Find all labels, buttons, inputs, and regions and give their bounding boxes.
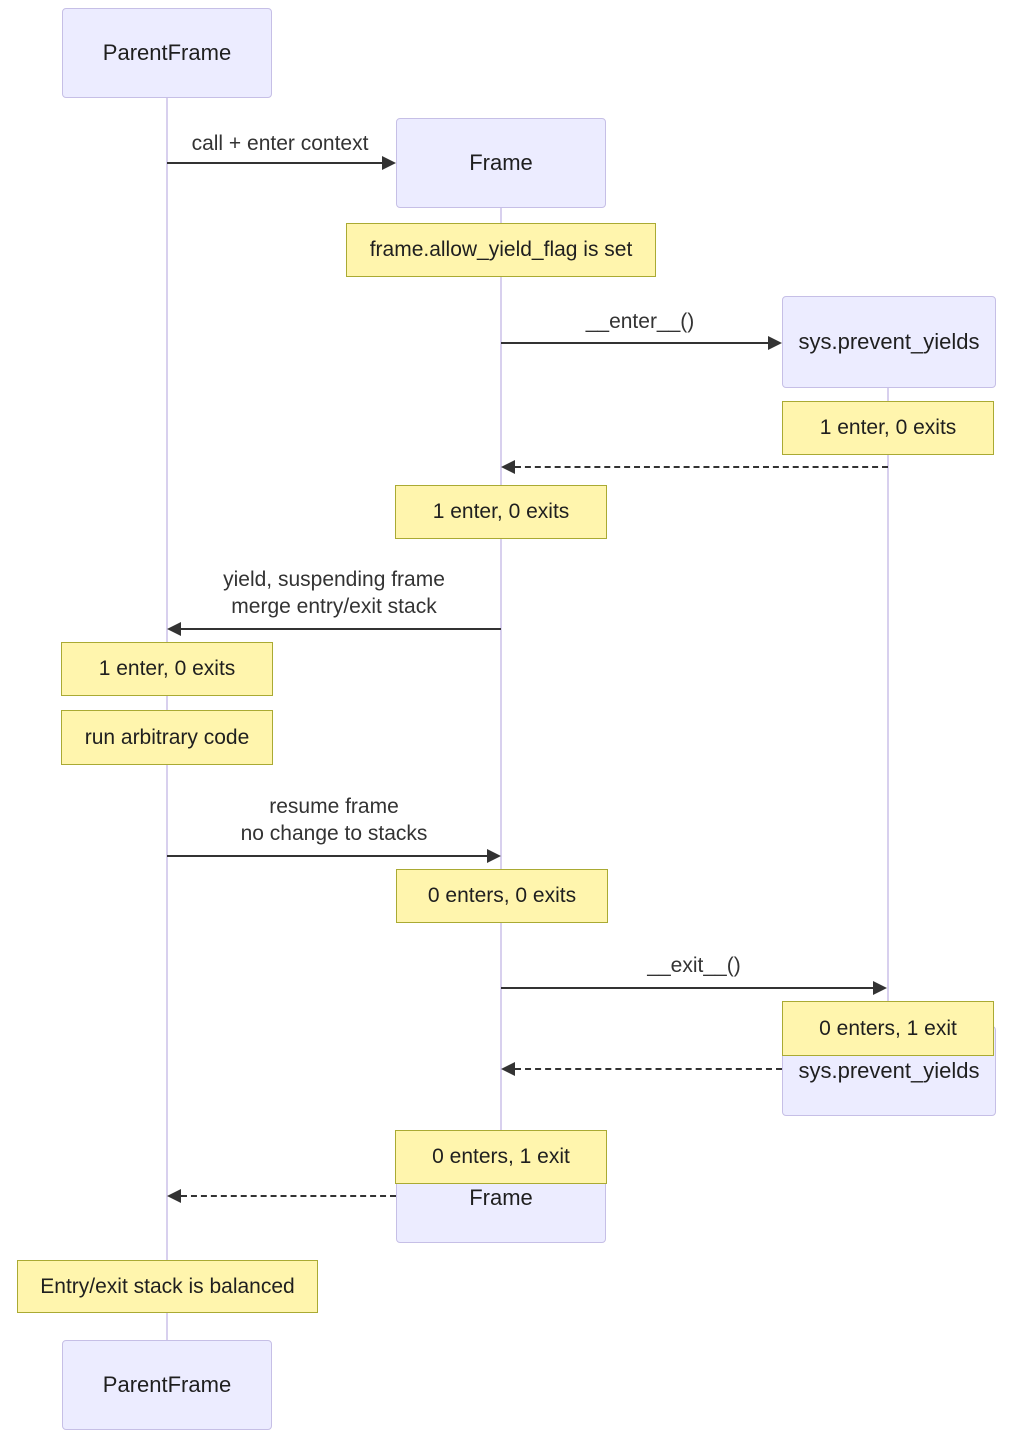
message-label-resume-line1: resume frame xyxy=(269,795,399,818)
arrowhead-right-icon xyxy=(873,981,887,995)
note-frame-after-exit: 0 enters, 1 exit xyxy=(395,1130,607,1184)
message-label-exit: __exit__() xyxy=(647,954,741,977)
actor-frame-top: Frame xyxy=(396,118,606,208)
arrowhead-right-icon xyxy=(382,156,396,170)
message-line-yield xyxy=(181,628,501,630)
note-allow-yield-flag: frame.allow_yield_flag is set xyxy=(346,223,656,277)
message-line-enter-return xyxy=(515,466,888,468)
message-line-call-enter-context xyxy=(167,162,383,164)
arrowhead-right-icon xyxy=(768,336,782,350)
arrowhead-left-icon xyxy=(167,622,181,636)
actor-parentframe-top: ParentFrame xyxy=(62,8,272,98)
note-stack-balanced: Entry/exit stack is balanced xyxy=(17,1260,318,1313)
message-line-frame-return xyxy=(181,1195,396,1197)
note-frame-after-enter: 1 enter, 0 exits xyxy=(395,485,607,539)
arrowhead-left-icon xyxy=(501,1062,515,1076)
note-frame-after-resume: 0 enters, 0 exits xyxy=(396,869,608,923)
note-run-arbitrary-code: run arbitrary code xyxy=(61,710,273,765)
message-line-exit-return xyxy=(515,1068,782,1070)
note-sys-after-exit: 0 enters, 1 exit xyxy=(782,1001,994,1056)
message-label-yield-line1: yield, suspending frame xyxy=(223,568,445,591)
arrowhead-left-icon xyxy=(501,460,515,474)
message-label-resume-line2: no change to stacks xyxy=(240,822,428,845)
message-label-resume: resume frame no change to stacks xyxy=(241,793,428,847)
message-line-exit xyxy=(501,987,873,989)
message-label-yield-line2: merge entry/exit stack xyxy=(231,595,437,618)
note-sys-after-enter: 1 enter, 0 exits xyxy=(782,401,994,455)
message-label-enter: __enter__() xyxy=(585,310,695,333)
note-parent-after-yield: 1 enter, 0 exits xyxy=(61,642,273,696)
message-label-yield: yield, suspending frame merge entry/exit… xyxy=(223,566,445,620)
arrowhead-left-icon xyxy=(167,1189,181,1203)
lifeline-sys-prevent-yields xyxy=(887,388,889,1116)
message-line-enter xyxy=(501,342,769,344)
lifeline-frame xyxy=(500,208,502,1243)
actor-sys-prevent-yields-top: sys.prevent_yields xyxy=(782,296,996,388)
actor-parentframe-bottom: ParentFrame xyxy=(62,1340,272,1430)
arrowhead-right-icon xyxy=(487,849,501,863)
message-line-resume xyxy=(167,855,487,857)
message-label-call-enter-context: call + enter context xyxy=(191,132,369,155)
